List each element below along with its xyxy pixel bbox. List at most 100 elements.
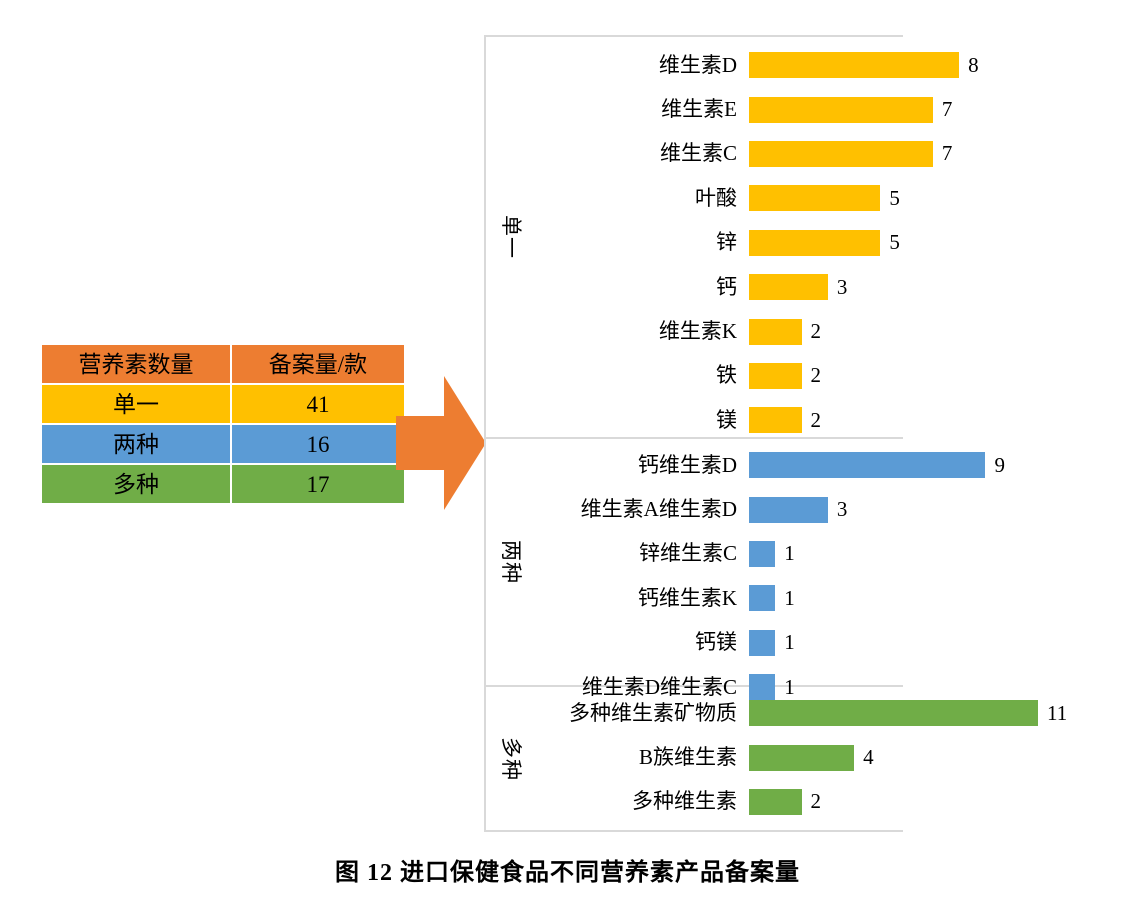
bar (749, 496, 828, 523)
bar-category-label: 钙镁 (695, 630, 737, 655)
bar-track: 3 (749, 487, 1094, 531)
bar-value-label: 5 (889, 230, 900, 255)
bar-track: 7 (749, 87, 1094, 131)
bar-value-label: 2 (810, 319, 822, 344)
table-header-record-count: 备案量/款 (230, 343, 406, 385)
bar-row: 维生素K 2 (484, 309, 1094, 353)
bar (749, 318, 802, 345)
bar-track: 5 (749, 176, 1094, 220)
bar-value-label: 1 (784, 585, 795, 610)
bar (749, 274, 828, 301)
bar-category-label: 锌维生素C (638, 541, 737, 566)
bar-value-label: 3 (836, 497, 848, 522)
table-cell-value-double: 16 (230, 423, 406, 465)
bar-row: 钙维生素K 1 (484, 576, 1094, 620)
bar (749, 185, 881, 212)
bar (749, 140, 933, 167)
bar (749, 788, 802, 815)
bar-track: 9 (749, 443, 1094, 487)
table-row: 两种 16 (40, 423, 406, 465)
table-cell-label-multi: 多种 (40, 463, 232, 505)
bar-track: 8 (749, 43, 1094, 87)
bar-category-label: 镁 (716, 407, 737, 432)
bar (749, 452, 986, 479)
chart-group-separator-1 (484, 437, 903, 439)
bar-row: B族维生素 4 (484, 735, 1094, 779)
bar-track: 1 (749, 576, 1094, 620)
table-header-nutrient-count: 营养素数量 (40, 343, 232, 385)
bar-track: 3 (749, 265, 1094, 309)
table-cell-label-single: 单一 (40, 383, 232, 425)
bar-value-label: 4 (863, 745, 874, 770)
bar (749, 629, 776, 656)
bar-category-label: 维生素K (658, 319, 737, 344)
bar-value-label: 9 (994, 452, 1005, 477)
bar-category-label: B族维生素 (638, 745, 737, 770)
bar-value-label: 3 (836, 274, 848, 299)
bar-row: 钙维生素D 9 (484, 443, 1094, 487)
table-header-row: 营养素数量 备案量/款 (40, 343, 406, 385)
table-cell-value-single: 41 (230, 383, 406, 425)
bar-value-label: 5 (889, 185, 900, 210)
bar (749, 362, 802, 389)
bar (749, 585, 776, 612)
summary-table: 营养素数量 备案量/款 单一 41 两种 16 多种 17 (40, 343, 406, 505)
bar-value-label: 11 (1047, 700, 1068, 725)
table-row: 多种 17 (40, 463, 406, 505)
bar-value-label: 2 (810, 789, 822, 814)
table-cell-value-multi: 17 (230, 463, 406, 505)
bar-track: 1 (749, 665, 1094, 709)
bar-category-label: 铁 (716, 363, 737, 388)
bar-row: 多种维生素 2 (484, 780, 1094, 824)
chart-axis-line (484, 35, 486, 832)
chart-border-top (484, 35, 903, 37)
bar-value-label: 2 (810, 363, 822, 388)
bar (749, 744, 855, 771)
bar-row: 维生素D维生素C 1 (484, 665, 1094, 709)
chart-border-bottom (484, 830, 903, 832)
bar-value-label: 1 (784, 674, 795, 699)
bar-row: 锌维生素C 1 (484, 532, 1094, 576)
bar-value-label: 8 (968, 52, 979, 77)
bar-category-label: 维生素D (658, 52, 737, 77)
bar (749, 700, 1038, 727)
bar-value-label: 7 (941, 97, 953, 122)
bar-category-label: 锌 (716, 230, 737, 255)
bar-value-label: 1 (784, 541, 795, 566)
bar-category-label: 维生素C (659, 141, 737, 166)
table-cell-label-double: 两种 (40, 423, 232, 465)
bar-track: 4 (749, 735, 1094, 779)
bar-category-label: 多种维生素 (632, 789, 737, 814)
bar-track: 2 (749, 309, 1094, 353)
bar (749, 540, 776, 567)
bar-value-label: 7 (941, 141, 953, 166)
chart-group-separator-2 (484, 685, 903, 687)
bar (749, 52, 960, 79)
bar-category-label: 钙维生素D (637, 452, 737, 477)
bar-track: 2 (749, 398, 1094, 442)
bar-category-label: 维生素A维生素D (580, 497, 737, 522)
bar-row: 维生素A维生素D 3 (484, 487, 1094, 531)
bar-category-label: 多种维生素矿物质 (569, 700, 737, 725)
table-row: 单一 41 (40, 383, 406, 425)
bar-track: 2 (749, 354, 1094, 398)
bar-row: 维生素E 7 (484, 87, 1094, 131)
bar-category-label: 维生素E (661, 97, 737, 122)
bar-track: 5 (749, 221, 1094, 265)
bar-category-label: 钙维生素K (637, 585, 737, 610)
bar (749, 96, 933, 123)
bar-row: 维生素C 7 (484, 132, 1094, 176)
bar-category-label: 维生素D维生素C (581, 674, 737, 699)
right-arrow-icon (396, 376, 486, 510)
bar (749, 674, 776, 701)
bar-track: 1 (749, 532, 1094, 576)
bar-category-label: 钙 (716, 274, 737, 299)
